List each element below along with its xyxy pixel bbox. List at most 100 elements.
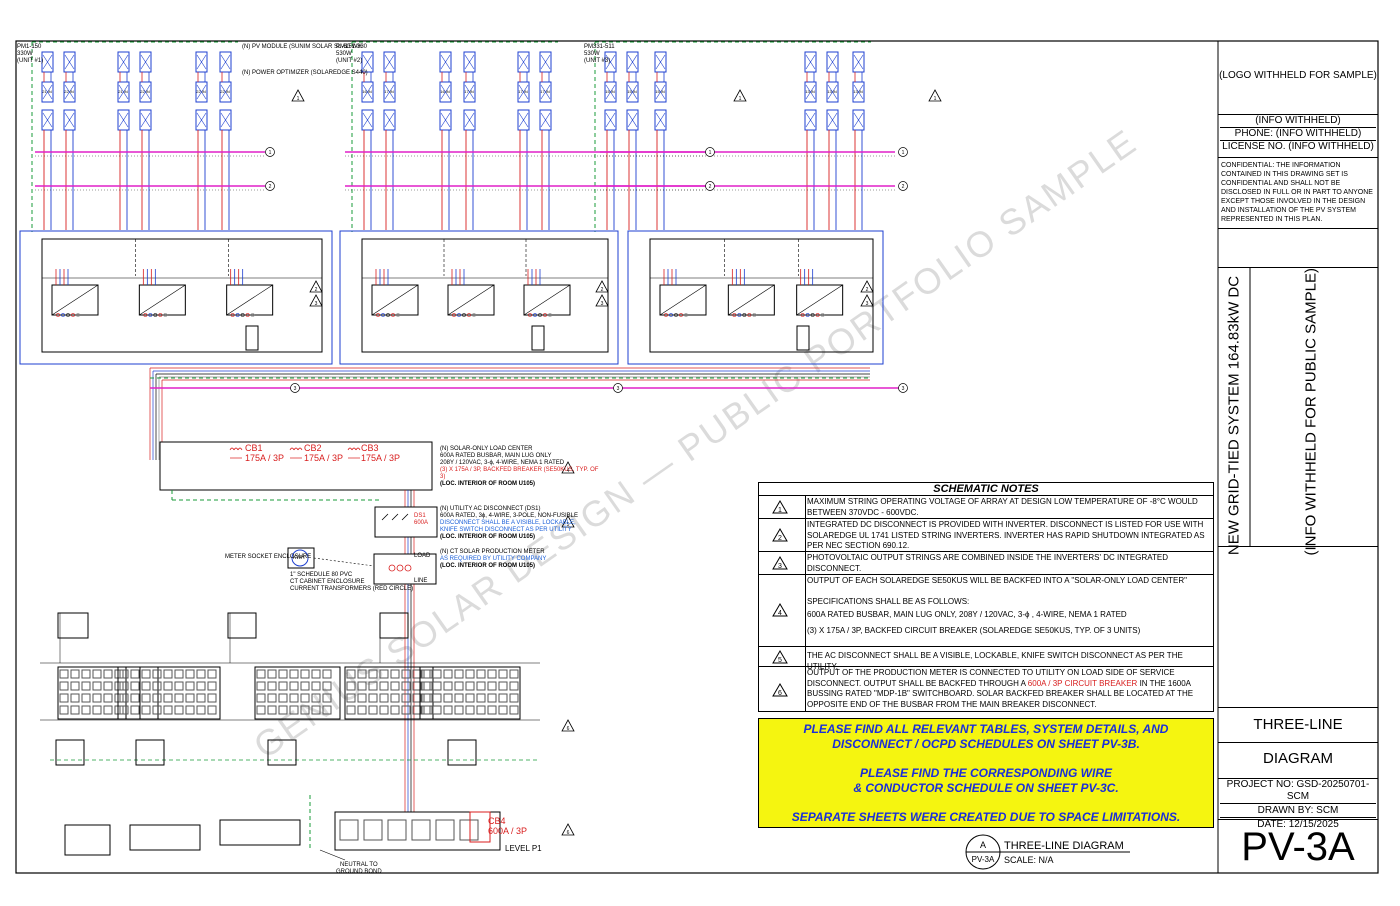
array1-string2-count: 22 IN — [64, 89, 74, 94]
inverter-2-unit-3-term-2 — [538, 313, 542, 317]
panel-5-breaker-3-4 — [390, 705, 400, 715]
panel-3-breaker-2-3 — [174, 693, 184, 703]
panel-6-breaker-3-2 — [443, 705, 453, 715]
svg-text:3: 3 — [778, 563, 782, 570]
panel-5-breaker-1-4 — [390, 681, 400, 691]
panel-3-breaker-2-1 — [152, 693, 162, 703]
array1-string4-module-b-diag2 — [140, 84, 151, 100]
breaker-3-pole-0 — [347, 447, 353, 451]
system-title: NEW GRID-TIED SYSTEM 164.83kW DC — [1225, 275, 1243, 556]
panel-5-breaker-2-1 — [357, 693, 367, 703]
inverter-1-unit-3-term-0 — [230, 313, 235, 317]
ac-bubble-1 — [290, 383, 300, 393]
array1-string1-module-c-diag2 — [42, 112, 53, 128]
inverter-3-ac-terminal — [796, 325, 810, 351]
inverter-3-unit-2-term-1 — [737, 313, 742, 317]
panel-1-breaker-2-2 — [81, 693, 91, 703]
panel-4-breaker-0-6 — [322, 669, 332, 679]
panel-2-breaker-2-2 — [141, 693, 151, 703]
panel-6-breaker-3-5 — [476, 705, 486, 715]
array1-string2-module-c-diag2 — [64, 112, 75, 128]
note-flag-combiner-2-num: 3 — [601, 301, 604, 307]
meter-socket-label: METER SOCKET ENCLOSURE — [225, 554, 312, 560]
switchboard-section-3 — [411, 819, 431, 841]
note-3-tag: 3 — [758, 552, 806, 574]
panel-6-breaker-1-1 — [432, 681, 442, 691]
note-flag-inverter-2-num: 2 — [601, 287, 604, 293]
array1-string3-count: 21 IN — [118, 89, 128, 94]
panel-5-breaker-1-1 — [357, 681, 367, 691]
inverter-2-unit-1-term-0 — [376, 313, 380, 317]
panel-5-breaker-2-0 — [346, 693, 356, 703]
panel-1-breaker-0-0 — [59, 669, 69, 679]
panel-3-breaker-2-5 — [196, 693, 206, 703]
ct-schedule: 1" SCHEDULE 80 PVC — [290, 572, 353, 578]
array1-string5-module-a-diag2 — [196, 54, 207, 70]
note-row-1: 1 MAXIMUM STRING OPERATING VOLTAGE OF AR… — [758, 495, 1214, 518]
array3-string2-module-a-diag2 — [627, 54, 638, 70]
panel-6-breaker-2-4 — [465, 693, 475, 703]
bus-bubble-1b — [265, 181, 275, 191]
panel-1-breaker-1-1 — [70, 681, 80, 691]
banner-line-4: & CONDUCTOR SCHEDULE ON SHEET PV-3C. — [853, 781, 1119, 795]
note-2-text: INTEGRATED DC DISCONNECT IS PROVIDED WIT… — [807, 520, 1205, 550]
array2-string4-module-a-diag2 — [464, 54, 475, 70]
ac-disconnect-enclosure — [374, 506, 438, 538]
note-flag-switchboard — [561, 823, 575, 836]
panel-4-breaker-0-5 — [311, 669, 321, 679]
panel-6-breaker-2-6 — [487, 693, 497, 703]
panel-6-breaker-2-3 — [454, 693, 464, 703]
array1-string2-module-b-diag2 — [64, 84, 75, 100]
panel-5-breaker-3-7 — [423, 705, 433, 715]
panel-3-breaker-1-6 — [207, 681, 217, 691]
disconnect-blade-0 — [381, 513, 389, 521]
inverter-2-unit-3-diag — [523, 284, 571, 316]
panel-2-breaker-1-0 — [119, 681, 129, 691]
note-6-text: OUTPUT OF THE PRODUCTION METER IS CONNEC… — [807, 668, 1212, 710]
panel-5-breaker-3-0 — [346, 705, 356, 715]
array2-string4-count: 17 IN — [464, 89, 474, 94]
meter-ct-1 — [396, 564, 404, 572]
cb2-name: CB2 — [304, 443, 322, 453]
panel-3-breaker-1-3 — [174, 681, 184, 691]
panel-3-breaker-1-5 — [196, 681, 206, 691]
array2-string3-module-a-diag2 — [440, 54, 451, 70]
ac-bubble-1-num: 3 — [294, 386, 297, 392]
distribution-panel-2 — [117, 666, 159, 720]
panel-3-breaker-3-2 — [163, 705, 173, 715]
load-center-callout: (N) SOLAR-ONLY LOAD CENTER 600A RATED BU… — [440, 446, 600, 488]
note-3-triangle-icon: 3 — [772, 556, 788, 570]
note-flag-combiner-1-num: 3 — [315, 301, 318, 307]
array1-string4-count: 22 IN — [140, 89, 150, 94]
meter-socket-conduit — [313, 557, 375, 567]
panel-1-breaker-0-2 — [81, 669, 91, 679]
cb1-rating: 175A / 3P — [245, 453, 285, 463]
sub-panel-b — [227, 612, 257, 639]
panel-4-breaker-2-5 — [311, 693, 321, 703]
inverter-3-unit-3-term-1 — [805, 313, 810, 317]
panel-5-breaker-3-6 — [412, 705, 422, 715]
panel-6-breaker-1-2 — [443, 681, 453, 691]
array-tag-3: PM331-511 530W (UNIT #3) — [584, 44, 615, 64]
array3-string1-module-a-diag2 — [605, 54, 616, 70]
inverter-2-unit-2-term-0 — [452, 313, 456, 317]
detail-scale: SCALE: N/A — [1004, 855, 1054, 865]
panel-1-breaker-1-5 — [114, 681, 124, 691]
ds1-name: DS1 — [414, 513, 426, 519]
array3-string5-count: 13 IN — [827, 89, 837, 94]
meter-load-label: LOAD — [414, 553, 431, 559]
note-flag-mid — [561, 719, 575, 732]
panel-1-breaker-1-3 — [92, 681, 102, 691]
switchboard-section-1 — [363, 819, 383, 841]
ac-disconnect-callout: (N) UTILITY AC DISCONNECT (DS1) 600A RAT… — [440, 506, 600, 541]
panel-3-breaker-3-1 — [152, 705, 162, 715]
array3-string6-count: 13 IN — [853, 89, 863, 94]
svg-text:6: 6 — [778, 690, 782, 697]
panel-4-breaker-1-3 — [289, 681, 299, 691]
note-6-breaker-callout: 600A / 3P CIRCUIT BREAKER — [1027, 678, 1138, 688]
note-4-text: OUTPUT OF EACH SOLAREDGE SE50KUS WILL BE… — [807, 576, 1212, 636]
array2-string3-module-c-diag2 — [440, 112, 451, 128]
panel-5-breaker-0-1 — [357, 669, 367, 679]
array1-string6-count: 22 IN — [220, 89, 230, 94]
